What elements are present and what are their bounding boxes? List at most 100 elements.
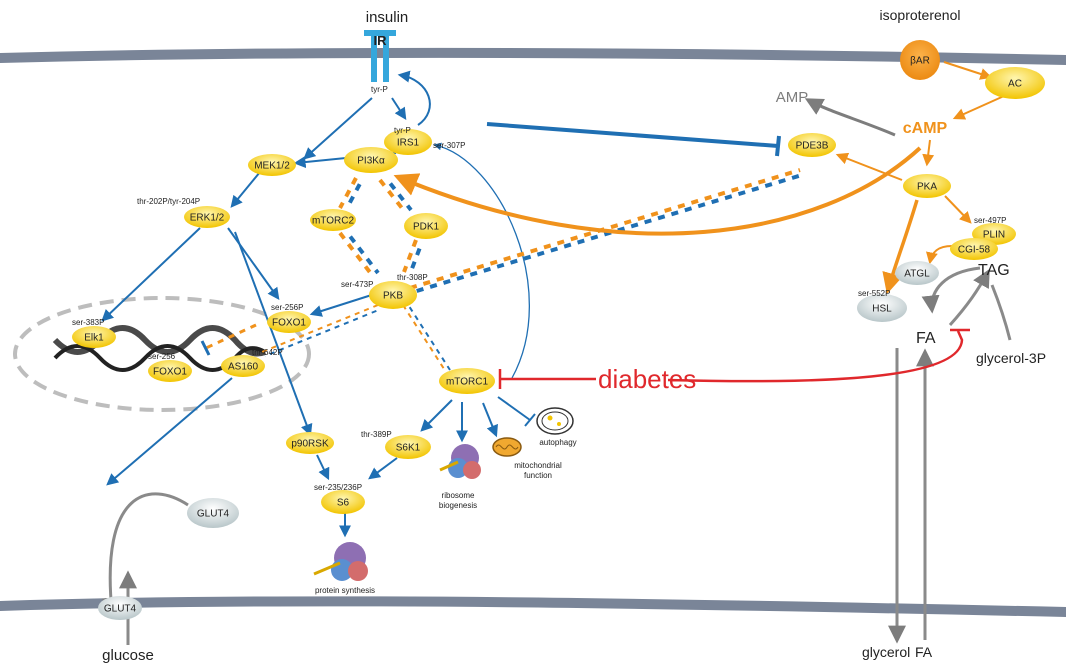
ribosome-label: ribosome xyxy=(442,491,475,500)
autophagy-label: autophagy xyxy=(539,438,576,447)
inhibit-irs1-pde3b-bar xyxy=(775,135,781,157)
arrow-pka-plin xyxy=(944,195,972,224)
arrow-ir-irs1 xyxy=(391,97,407,121)
foxo1-nuclear-label: FOXO1 xyxy=(153,367,187,378)
as160-thr642-mod: thr-642P xyxy=(252,348,283,357)
pi3k-label: PI3Kα xyxy=(357,156,385,167)
arrow-pkb-mtorc1-b xyxy=(406,302,451,371)
pka-node xyxy=(903,174,951,198)
arrow-pkb-pde3b-b xyxy=(409,173,803,295)
protein-synthesis-icon xyxy=(313,542,368,581)
irs1-tyr-p-mod: tyr-P xyxy=(394,126,411,135)
fa-label: FA xyxy=(916,330,936,347)
inhibit-irs1-pde3b xyxy=(486,122,779,148)
pkb-node xyxy=(369,281,417,309)
arrow-pdk1-pkb-b xyxy=(408,241,424,275)
arrow-p90rsk-s6 xyxy=(316,454,330,481)
inhibit-foxo1-nuclear xyxy=(205,323,257,350)
elk1-label: Elk1 xyxy=(84,333,104,344)
arrow-fa-tag xyxy=(948,268,990,327)
elk1-node xyxy=(72,326,116,348)
arrow-bar-ac xyxy=(943,61,993,80)
pi3k-node xyxy=(344,147,398,173)
cgi58-node xyxy=(950,238,998,260)
mito-label-1: mitochondrial xyxy=(514,461,562,470)
glut4-membrane-node xyxy=(98,596,142,620)
glut4-vesicle-node xyxy=(187,498,239,528)
s6-ser235-mod: ser-235/236P xyxy=(314,483,362,492)
mtorc1-node xyxy=(439,368,495,394)
mito-label-2: function xyxy=(524,471,552,480)
irs1-label: IRS1 xyxy=(397,138,420,149)
arrow-pi3k-pdk1 xyxy=(378,178,407,214)
plin-label: PLIN xyxy=(983,230,1005,241)
arrow-s6k1-s6 xyxy=(368,457,398,480)
pde3b-node xyxy=(788,133,836,157)
arrow-ir-mek xyxy=(303,97,373,160)
erk-label: ERK1/2 xyxy=(190,213,225,224)
pdk1-node xyxy=(404,213,448,239)
cgi58-label: CGI-58 xyxy=(958,245,991,256)
inhibit-foxo1-nuclear-bar xyxy=(200,340,211,356)
arrow-pka-hsl xyxy=(882,199,919,295)
mek-node xyxy=(248,154,296,176)
arrow-camp-pka xyxy=(922,139,935,167)
arrow-erk-p90rsk xyxy=(234,231,313,437)
arrow-pkb-pde3b xyxy=(409,168,801,290)
arrow-cgi58-atgl xyxy=(926,245,953,265)
atgl-label: ATGL xyxy=(904,269,930,280)
as160-node xyxy=(221,355,265,377)
arrow-mtorc2-pkb xyxy=(338,231,374,277)
nucleus xyxy=(13,296,311,412)
mitochondrion-icon xyxy=(492,437,522,457)
inhibit-mtorc1-autophagy-bar xyxy=(524,413,536,427)
ir-tyr-p-mod: tyr-P xyxy=(371,85,388,94)
foxo1-node xyxy=(267,311,311,333)
s6k1-thr389-mod: thr-389P xyxy=(361,430,392,439)
arrow-glycerol3p-tag xyxy=(990,284,1012,341)
ac-node xyxy=(985,67,1045,99)
as160-label: AS160 xyxy=(228,362,258,373)
arrow-ac-camp xyxy=(952,95,1005,120)
insulin-receptor xyxy=(364,30,396,82)
arrow-erk-elk1 xyxy=(101,227,201,322)
arrow-camp-amp xyxy=(804,98,896,137)
arrow-pka-pde3b xyxy=(835,152,903,181)
hsl-label: HSL xyxy=(872,304,892,315)
biogenesis-label: biogenesis xyxy=(439,501,477,510)
arrow-mtorc2-pkb-b xyxy=(344,229,380,275)
foxo1-label: FOXO1 xyxy=(272,318,306,329)
amp-label: AMP xyxy=(776,89,809,106)
pde3b-label: PDE3B xyxy=(796,141,829,152)
hsl-ser552-mod: ser-552P xyxy=(858,289,890,298)
arrow-tag-fa xyxy=(921,266,981,314)
arrow-mtorc1-s6k1 xyxy=(420,399,453,432)
s6-node xyxy=(321,490,365,514)
mtorc1-label: mTORC1 xyxy=(446,377,488,388)
arrow-glut4-translocation xyxy=(101,492,189,616)
erk-node xyxy=(184,206,230,228)
glucose-label: glucose xyxy=(102,647,154,664)
pkb-label: PKB xyxy=(383,291,403,302)
mtorc2-label: mTORC2 xyxy=(312,216,354,227)
arrow-mtorc1-mito xyxy=(482,402,498,438)
plasma-membrane-bottom xyxy=(0,596,1066,617)
s6k1-node xyxy=(385,435,431,459)
pdk1-label: PDK1 xyxy=(413,222,440,233)
irs1-ser307-mod: ser-307P xyxy=(433,141,465,150)
foxo1-ser256-mod: ser-256P xyxy=(271,303,303,312)
arrow-mek-erk xyxy=(230,171,261,208)
arrow-as160-glut4 xyxy=(106,377,233,486)
elk1-ser383-mod: ser-383P xyxy=(72,318,104,327)
pkb-ser473-mod: ser-473P xyxy=(341,280,373,289)
bar-label: βAR xyxy=(910,56,930,67)
p90rsk-node xyxy=(286,432,334,454)
camp-label: cAMP xyxy=(903,120,948,137)
ir-label: IR xyxy=(374,33,388,48)
inhibit-mtorc1-autophagy xyxy=(497,396,531,421)
foxo1-nuclear-node xyxy=(148,360,192,382)
arrow-erk-foxo1 xyxy=(227,227,280,300)
mtorc2-node xyxy=(310,209,356,231)
arrow-mtorc1-irs1-feedback xyxy=(433,142,530,379)
p90rsk-label: p90RSK xyxy=(291,439,329,450)
